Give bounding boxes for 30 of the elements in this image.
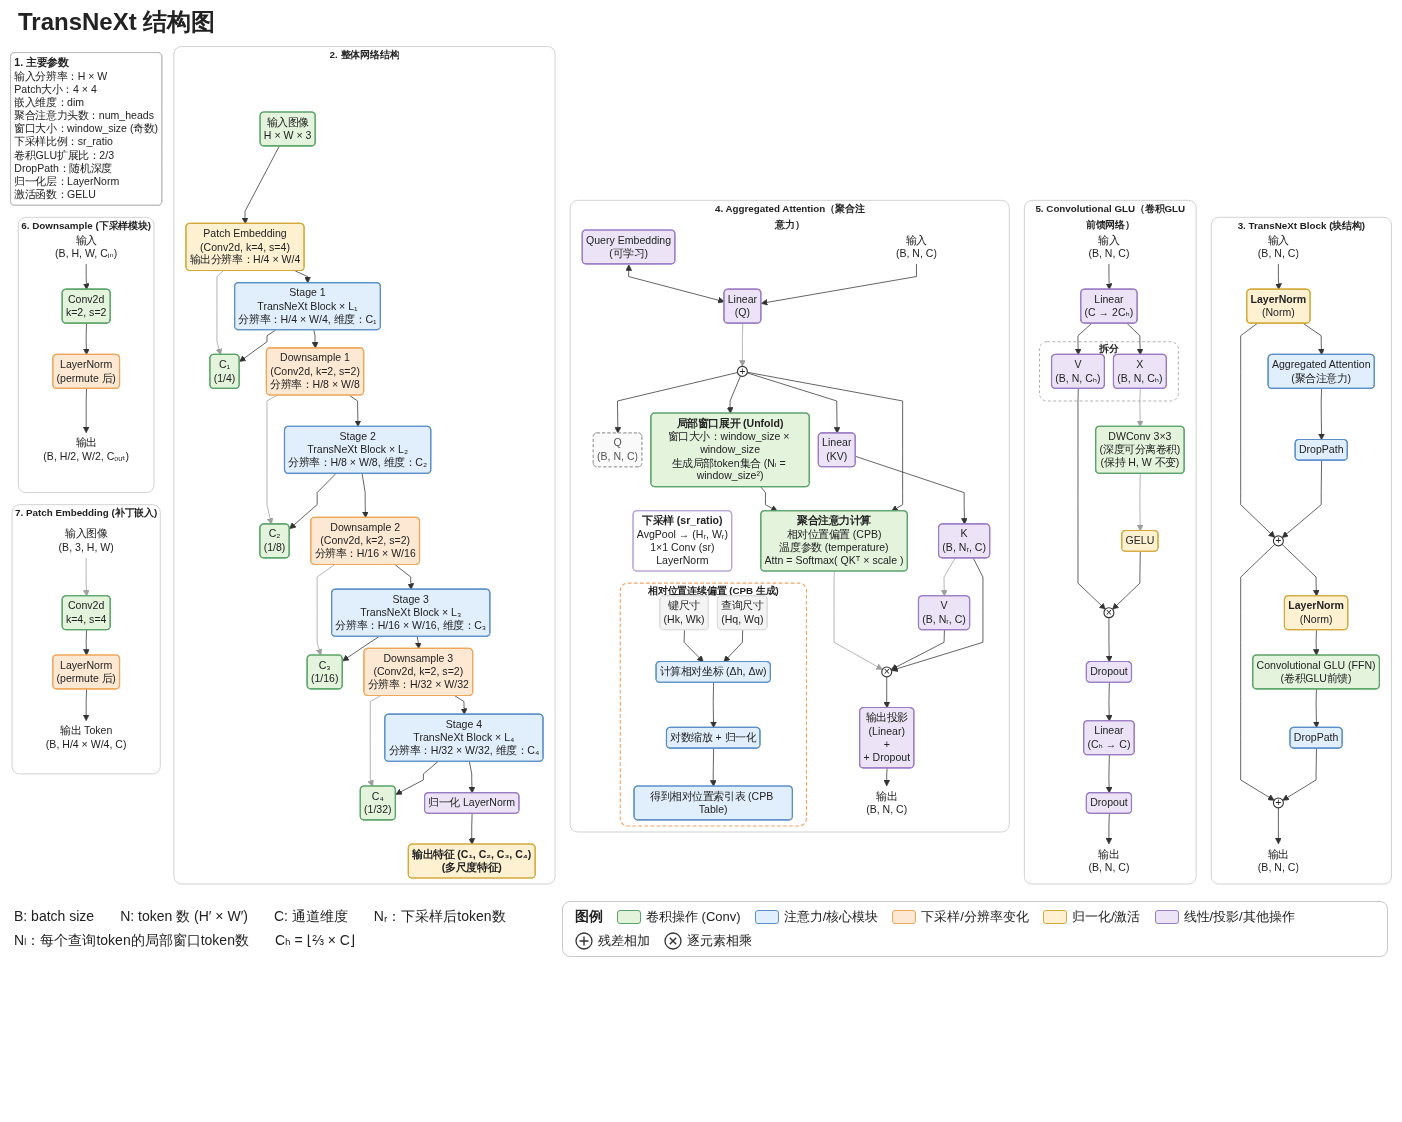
note-text: B: batch size	[14, 907, 95, 926]
node-text: 输入 (B, H, W, Cᵢₙ)	[55, 233, 118, 260]
node-circle: ×	[1103, 607, 1115, 619]
node-text: 输出 (B, N, C)	[866, 789, 908, 816]
legend-label: 卷积操作 (Conv)	[646, 907, 741, 926]
note-text: C: 通道维度	[273, 907, 348, 926]
node-circle: +	[1272, 797, 1284, 809]
node-circle: ×	[881, 666, 893, 678]
note-text: Nᵣ：下采样后token数	[373, 907, 506, 926]
node-text: 输出 (B, N, C)	[1257, 847, 1299, 874]
legend-label: 线性/投影/其他操作	[1183, 907, 1295, 926]
node-text: 输入图像 (B, 3, H, W)	[58, 527, 114, 553]
node-circle: +	[1272, 535, 1284, 547]
legend-label: 注意力/核心模块	[783, 907, 879, 926]
note-text: N: token 数 (H′ × W′)	[120, 907, 248, 926]
legend-label: 逐元素相乘	[687, 931, 752, 950]
node-text: 输入 (B, N, C)	[895, 233, 938, 260]
note-text: Nₗ：每个查询token的局部窗口token数	[14, 931, 249, 950]
legend-label: 下采样/分辨率变化	[921, 907, 1029, 926]
legend-title: 图例	[575, 907, 603, 926]
node-text: 输出 (B, H/2, W/2, Cₒᵤₜ)	[43, 436, 129, 462]
node-text: 输出 Token (B, H/4 × W/4, C)	[45, 724, 127, 750]
node-text: 输出 (B, N, C)	[1088, 847, 1130, 874]
note-text: Cₕ = ⌊⅔ × C⌋	[274, 931, 356, 950]
diagram-title: TransNeXt 结构图	[18, 7, 216, 37]
node-text: 输入 (B, N, C)	[1257, 233, 1299, 260]
node-text: 输入 (B, N, C)	[1088, 233, 1130, 260]
node-circle: +	[736, 365, 748, 377]
legend-label: 归一化/激活	[1071, 907, 1141, 926]
legend-label: 残差相加	[598, 931, 650, 950]
